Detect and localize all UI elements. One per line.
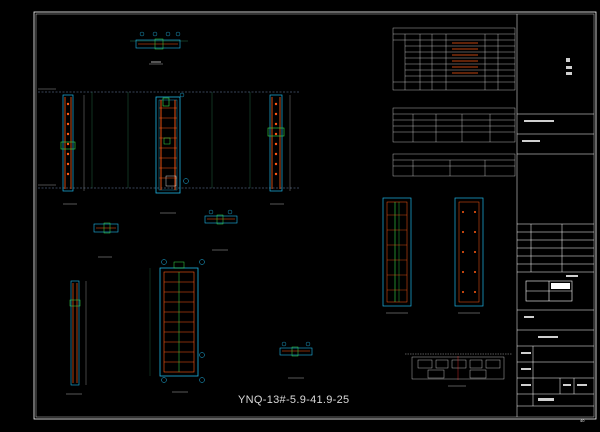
key-plan xyxy=(405,353,512,387)
page-number: 40 xyxy=(580,418,585,423)
bottom-center-column-plan xyxy=(149,259,205,393)
right-column-elevation xyxy=(267,94,291,205)
rebar-schedule-table xyxy=(392,27,516,91)
bottom-left-column xyxy=(66,280,87,395)
revision-mark xyxy=(551,283,570,289)
elevation-levels xyxy=(38,88,300,189)
bottom-small-section xyxy=(279,341,313,379)
quantity-table xyxy=(392,153,516,177)
revision-box xyxy=(525,280,573,302)
right-column-section-a xyxy=(382,197,412,314)
small-sections-row xyxy=(93,209,238,258)
top-section-detail xyxy=(130,31,188,65)
right-column-section-b xyxy=(454,197,484,314)
center-column-elevation xyxy=(155,92,189,214)
sheet-frame xyxy=(33,11,597,420)
left-column-elevation xyxy=(60,94,85,205)
title-block xyxy=(516,14,594,417)
rebar-shape-marks xyxy=(452,42,478,74)
material-table xyxy=(392,107,516,143)
title-block-marks xyxy=(521,58,587,401)
drawing-code-label: YNQ-13#-5.9-41.9-25 xyxy=(238,394,350,406)
